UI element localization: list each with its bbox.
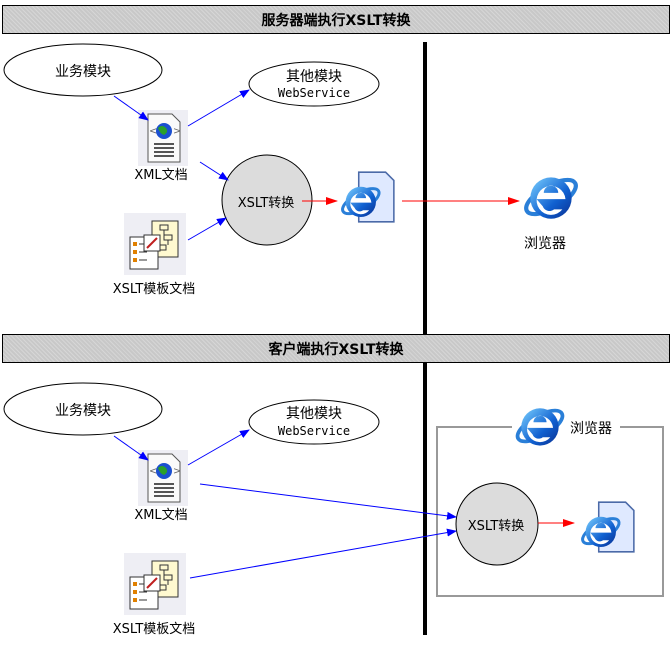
other-module-label: 其他模块 <box>286 69 342 85</box>
browser-icon-2 <box>512 402 568 450</box>
arrow-business-to-xml <box>113 95 149 121</box>
browser-label-2: 浏览器 <box>570 421 612 437</box>
html-output-icon-2 <box>579 502 634 552</box>
arrow-business-to-xml-2 <box>113 435 149 461</box>
browser-label: 浏览器 <box>524 236 566 252</box>
arrow-xml-to-transform <box>199 161 229 181</box>
business-module-node-2 <box>3 382 163 436</box>
arrow-xml-to-other <box>187 89 250 127</box>
browser-frame <box>436 426 664 597</box>
arrow-xslt-to-transform <box>187 217 227 241</box>
other-module-node <box>248 61 380 107</box>
business-module-label-2: 业务模块 <box>55 403 111 419</box>
business-module-node <box>3 43 163 97</box>
xslt-transform-node-2 <box>455 482 539 566</box>
server-side-title: 服务器端执行XSLT转换 <box>261 12 411 29</box>
xml-document-label: XML文档 <box>134 168 188 183</box>
xslt-transform-label-2: XSLT转换 <box>467 519 525 534</box>
other-module-sublabel-2: WebService <box>277 424 351 438</box>
business-module-label: 业务模块 <box>55 64 111 80</box>
other-module-sublabel: WebService <box>277 86 351 100</box>
xslt-template-label-2: XSLT模板文档 <box>112 622 196 637</box>
browser-icon <box>521 173 581 221</box>
html-output-icon <box>339 172 394 222</box>
client-side-title: 客户端执行XSLT转换 <box>268 341 404 358</box>
arrow-xslt-to-transform-2 <box>189 528 457 579</box>
arrow-xml-to-other-2 <box>187 429 250 466</box>
server-client-divider-bottom <box>423 363 427 635</box>
xslt-template-icon <box>124 213 186 275</box>
xml-document-label-2: XML文档 <box>134 508 188 523</box>
xslt-template-icon-2 <box>124 553 186 615</box>
xslt-transform-label: XSLT转换 <box>237 196 295 211</box>
server-side-header: 服务器端执行XSLT转换 <box>2 5 670 34</box>
xslt-template-label: XSLT模板文档 <box>112 282 196 297</box>
client-side-header: 客户端执行XSLT转换 <box>2 334 670 363</box>
other-module-label-2: 其他模块 <box>286 406 342 422</box>
server-client-divider-top <box>423 42 427 334</box>
arrow-xml-to-transform-2 <box>199 483 457 520</box>
other-module-node-2 <box>248 399 380 445</box>
xslt-transform-node <box>221 154 313 246</box>
